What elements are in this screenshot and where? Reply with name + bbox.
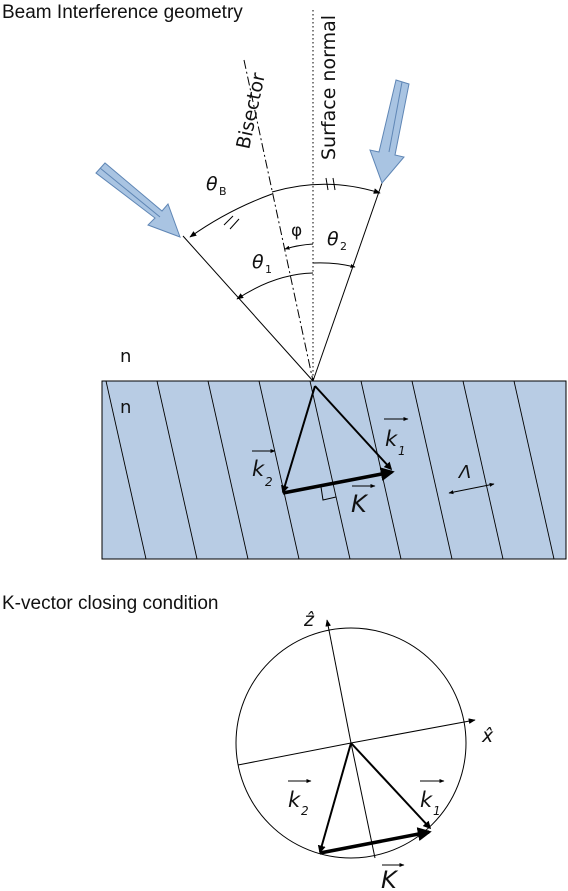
fringe-line bbox=[411, 381, 453, 559]
medium-block bbox=[101, 380, 567, 560]
closing-k2-subscript: 2 bbox=[301, 804, 309, 818]
k1-label: k bbox=[385, 427, 398, 451]
beam-2-ray bbox=[312, 182, 383, 382]
x-axis-left bbox=[237, 742, 352, 766]
fringe-line bbox=[207, 381, 249, 559]
closing-title: K-vector closing condition bbox=[2, 593, 219, 614]
closing-k2-vector bbox=[317, 742, 352, 854]
theta-1-arc bbox=[236, 272, 314, 300]
bisector-label: Bisector bbox=[232, 71, 270, 151]
K-vector bbox=[282, 467, 395, 495]
theta-2-arc bbox=[312, 262, 356, 268]
surface-normal-label: Surface normal bbox=[318, 15, 340, 160]
right-angle-mark bbox=[320, 486, 337, 501]
ewald-circle bbox=[235, 627, 467, 859]
K-label: K bbox=[351, 490, 369, 518]
k1-subscript: 1 bbox=[398, 444, 406, 458]
grating-period-arrow bbox=[448, 482, 495, 495]
theta-2-label: θ bbox=[327, 228, 339, 250]
theta-1-label: θ bbox=[252, 251, 264, 273]
k2-label: k bbox=[252, 457, 265, 481]
tick-mark bbox=[325, 177, 329, 191]
refractive-index-inside: n bbox=[120, 397, 131, 418]
theta-b-subscript: B bbox=[219, 185, 227, 198]
incident-beam-1 bbox=[95, 162, 181, 238]
z-axis-lower bbox=[350, 742, 376, 859]
geometry-title: Beam Interference geometry bbox=[2, 2, 243, 23]
closing-K-vector bbox=[319, 827, 432, 855]
fringe-line bbox=[258, 381, 300, 559]
tick-mark bbox=[229, 218, 240, 230]
bisector-line bbox=[243, 59, 314, 382]
x-axis bbox=[350, 718, 476, 744]
phi-arc bbox=[284, 243, 314, 250]
refractive-index-outside: n bbox=[120, 346, 131, 367]
x-hat-label: x̂ bbox=[481, 725, 494, 747]
closing-k1-label: k bbox=[420, 788, 433, 812]
tick-mark bbox=[223, 215, 234, 226]
fringe-line bbox=[462, 381, 504, 559]
fringe-line bbox=[105, 381, 147, 559]
theta-b-label: θ bbox=[206, 173, 218, 195]
closing-k2-label: k bbox=[288, 788, 301, 812]
closing-K-label: K bbox=[381, 866, 399, 891]
k2-vector bbox=[281, 385, 316, 494]
grating-period-label: Λ bbox=[457, 462, 471, 483]
k1-vector bbox=[314, 385, 393, 471]
z-hat-label: ẑ bbox=[303, 609, 315, 631]
theta-2-subscript: 2 bbox=[340, 240, 347, 253]
tick-mark bbox=[332, 177, 336, 191]
fringe-line bbox=[513, 381, 555, 559]
incident-beam-2 bbox=[369, 79, 410, 184]
k2-subscript: 2 bbox=[265, 475, 273, 489]
theta-b-bisector-arc bbox=[271, 183, 381, 194]
fringe-line bbox=[309, 381, 351, 559]
phi-label: φ bbox=[291, 221, 302, 241]
z-axis bbox=[325, 619, 352, 744]
closing-k1-vector bbox=[350, 742, 432, 830]
beam-1-ray bbox=[182, 235, 314, 382]
theta-b-arc bbox=[189, 193, 273, 238]
fringe-line bbox=[156, 381, 198, 559]
theta-1-subscript: 1 bbox=[265, 263, 272, 276]
closing-k1-subscript: 1 bbox=[433, 804, 441, 818]
medium-layer bbox=[101, 380, 567, 560]
